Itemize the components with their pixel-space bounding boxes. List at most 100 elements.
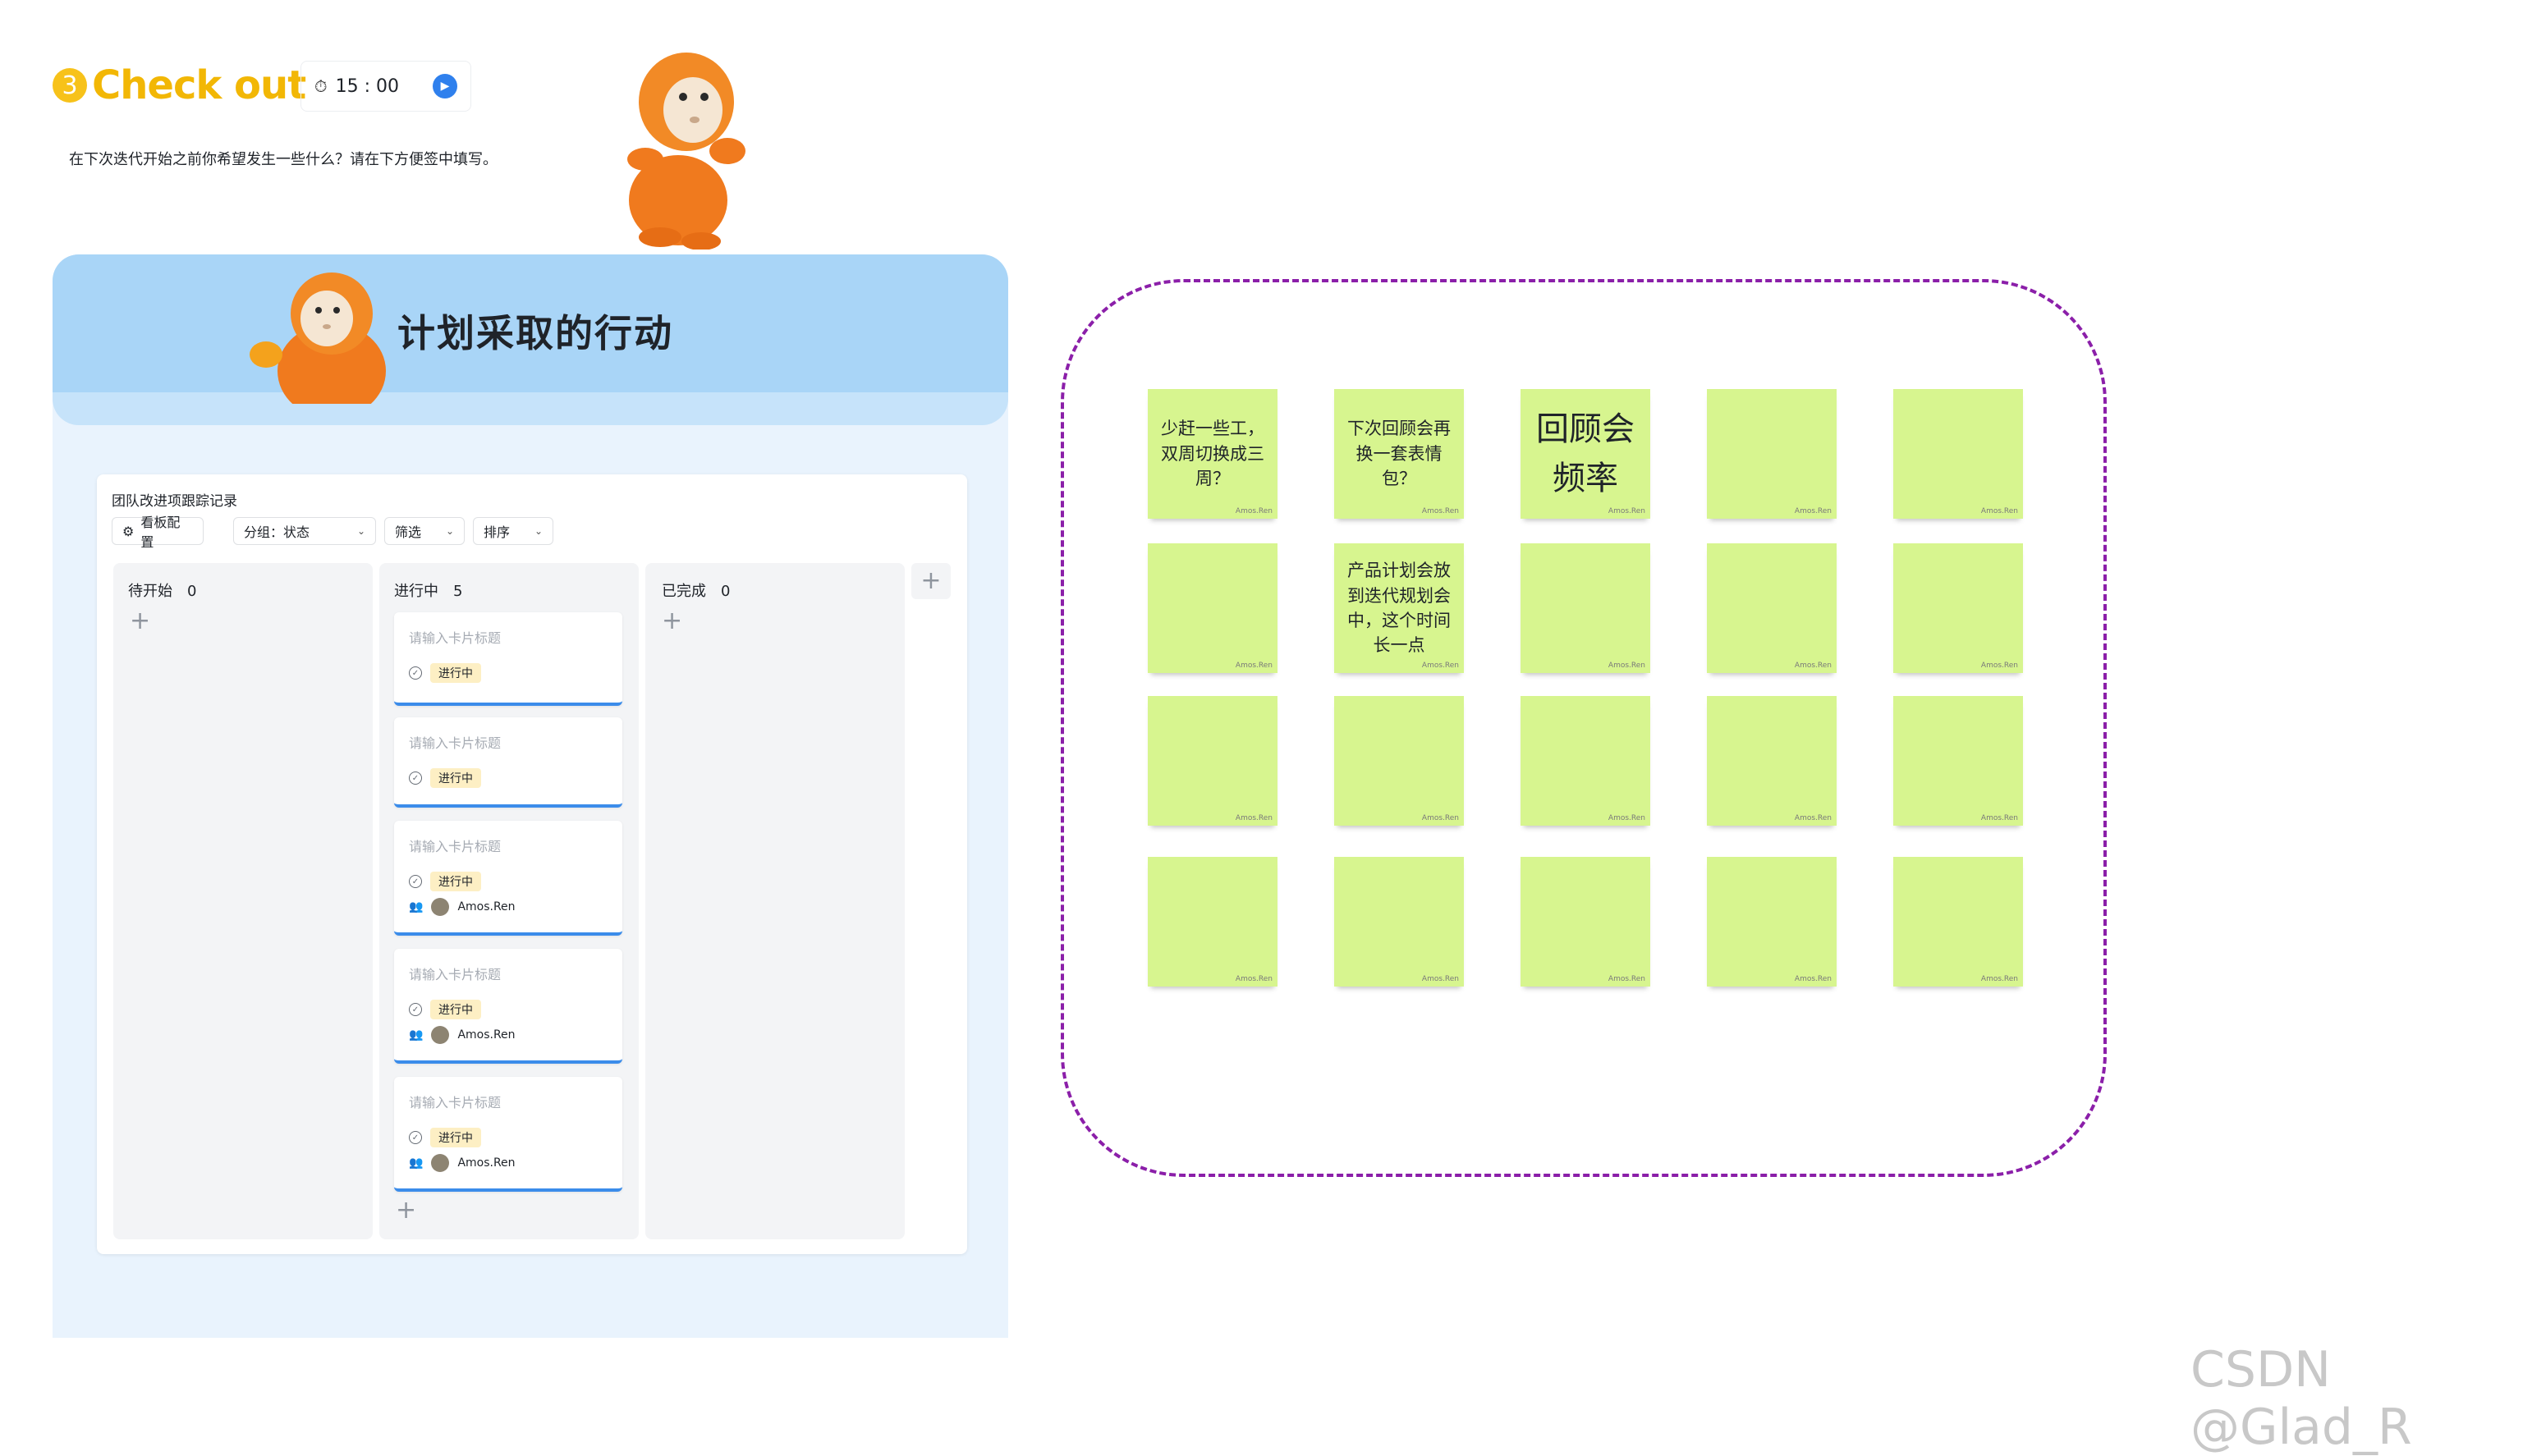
chevron-down-icon: ⌄ — [534, 525, 543, 537]
status-tag[interactable]: 进行中 — [430, 1000, 481, 1019]
status-tag[interactable]: 进行中 — [430, 768, 481, 788]
sticky-note[interactable]: Amos.Ren — [1707, 389, 1837, 519]
board-config-label: 看板配置 — [140, 515, 181, 550]
status-check-icon: ✓ — [409, 875, 422, 888]
sticky-note[interactable]: Amos.Ren — [1148, 857, 1277, 987]
sticky-note-text[interactable]: 产品计划会放到迭代规划会中，这个时间长一点 — [1347, 561, 1451, 656]
kanban-card[interactable]: 请输入卡片标题 ✓ 进行中 👥 Amos.Ren — [394, 949, 622, 1064]
sticky-note[interactable]: Amos.Ren — [1334, 696, 1464, 826]
sticky-note-text[interactable]: 回顾会频率 — [1536, 410, 1635, 497]
sticky-note-text[interactable]: 少赶一些工，双周切换成三周？ — [1161, 419, 1264, 489]
card-title-placeholder[interactable]: 请输入卡片标题 — [409, 735, 502, 751]
card-title-placeholder[interactable]: 请输入卡片标题 — [409, 630, 502, 646]
add-column-button[interactable]: + — [911, 563, 951, 599]
board-config-button[interactable]: ⚙ 看板配置 — [112, 515, 204, 550]
sticky-note[interactable]: Amos.Ren — [1893, 857, 2023, 987]
column-count: 0 — [187, 583, 197, 600]
column-todo — [113, 563, 373, 1239]
card-title-placeholder[interactable]: 请输入卡片标题 — [409, 1095, 502, 1110]
kanban-card[interactable]: 请输入卡片标题 ✓ 进行中 — [394, 717, 622, 808]
sticky-author: Amos.Ren — [1421, 814, 1459, 822]
status-check-icon: ✓ — [409, 1131, 422, 1144]
filter-label: 筛选 — [395, 524, 422, 540]
sticky-author: Amos.Ren — [1235, 507, 1273, 515]
column-header: 进行中 5 — [394, 579, 462, 601]
sticky-note[interactable]: Amos.Ren — [1521, 543, 1650, 673]
status-tag[interactable]: 进行中 — [430, 872, 481, 891]
sticky-author: Amos.Ren — [1421, 662, 1459, 670]
column-name: 进行中 — [394, 583, 438, 600]
status-tag[interactable]: 进行中 — [430, 1128, 481, 1147]
section-title: 3 Check out — [53, 62, 306, 108]
step-number-badge: 3 — [53, 68, 87, 103]
sticky-note[interactable]: Amos.Ren — [1707, 543, 1837, 673]
assignee-name[interactable]: Amos.Ren — [457, 1156, 516, 1170]
play-button[interactable]: ▶ — [433, 74, 457, 98]
banner-mascot-illustration — [250, 272, 386, 404]
assignee-name[interactable]: Amos.Ren — [457, 1028, 516, 1042]
sticky-note[interactable]: Amos.Ren — [1893, 389, 2023, 519]
sticky-author: Amos.Ren — [1421, 975, 1459, 983]
sticky-author: Amos.Ren — [1608, 507, 1645, 515]
sticky-author: Amos.Ren — [1235, 975, 1273, 983]
chevron-down-icon: ⌄ — [356, 525, 365, 537]
sticky-note[interactable]: Amos.Ren — [1893, 543, 2023, 673]
avatar — [431, 898, 450, 916]
sticky-note[interactable]: Amos.Ren — [1707, 857, 1837, 987]
status-check-icon: ✓ — [409, 1003, 422, 1016]
sticky-author: Amos.Ren — [1608, 662, 1645, 670]
column-count: 5 — [453, 583, 463, 600]
mascot-illustration — [627, 53, 745, 250]
sticky-note[interactable]: 产品计划会放到迭代规划会中，这个时间长一点 Amos.Ren — [1334, 543, 1464, 673]
column-count: 0 — [721, 583, 731, 600]
countdown-timer[interactable]: ⏱ 15 : 00 ▶ — [300, 61, 471, 112]
avatar — [431, 1026, 450, 1044]
add-card-plus-icon[interactable]: + — [662, 607, 683, 635]
status-check-icon: ✓ — [409, 666, 422, 680]
sticky-note[interactable]: Amos.Ren — [1334, 857, 1464, 987]
sticky-note-text[interactable]: 下次回顾会再换一套表情包？ — [1347, 419, 1451, 489]
group-by-label: 分组：状态 — [244, 524, 310, 540]
column-done — [645, 563, 905, 1239]
sticky-author: Amos.Ren — [1980, 662, 2018, 670]
sticky-note[interactable]: 回顾会频率 Amos.Ren — [1521, 389, 1650, 519]
sticky-note[interactable]: Amos.Ren — [1521, 857, 1650, 987]
banner-title: 计划采取的行动 — [397, 311, 673, 355]
card-title-placeholder[interactable]: 请输入卡片标题 — [409, 967, 502, 982]
sort-label: 排序 — [484, 524, 511, 540]
sticky-note[interactable]: Amos.Ren — [1893, 696, 2023, 826]
sticky-notes-area — [1061, 279, 2107, 1177]
sticky-note[interactable]: 少赶一些工，双周切换成三周？ Amos.Ren — [1148, 389, 1277, 519]
timer-icon: ⏱ — [314, 76, 328, 96]
banner-shadow — [53, 392, 1008, 425]
sticky-note[interactable]: Amos.Ren — [1707, 696, 1837, 826]
timer-value: 15 : 00 — [335, 76, 399, 97]
status-tag[interactable]: 进行中 — [430, 663, 481, 683]
group-by-dropdown[interactable]: 分组：状态 ⌄ — [233, 517, 376, 545]
sort-dropdown[interactable]: 排序 ⌄ — [473, 517, 553, 545]
chevron-down-icon: ⌄ — [445, 525, 454, 537]
avatar — [431, 1154, 450, 1172]
sticky-note[interactable]: Amos.Ren — [1148, 696, 1277, 826]
sticky-author: Amos.Ren — [1235, 662, 1273, 670]
table-title: 团队改进项跟踪记录 — [112, 493, 237, 510]
kanban-card[interactable]: 请输入卡片标题 ✓ 进行中 👥 Amos.Ren — [394, 1077, 622, 1192]
status-check-icon: ✓ — [409, 771, 422, 785]
add-card-plus-icon[interactable]: + — [130, 607, 151, 635]
filter-dropdown[interactable]: 筛选 ⌄ — [384, 517, 465, 545]
sticky-note[interactable]: 下次回顾会再换一套表情包？Amos.Ren — [1334, 389, 1464, 519]
page-title: Check out — [92, 62, 306, 108]
user-icon: 👥 — [409, 900, 424, 913]
add-card-plus-icon[interactable]: + — [396, 1196, 417, 1225]
sticky-author: Amos.Ren — [1980, 814, 2018, 822]
kanban-card[interactable]: 请输入卡片标题 ✓ 进行中 — [394, 612, 622, 706]
sticky-author: Amos.Ren — [1608, 975, 1645, 983]
card-title-placeholder[interactable]: 请输入卡片标题 — [409, 839, 502, 854]
kanban-card[interactable]: 请输入卡片标题 ✓ 进行中 👥 Amos.Ren — [394, 821, 622, 936]
watermark: CSDN @Glad_R — [2190, 1341, 2412, 1456]
sticky-note[interactable]: Amos.Ren — [1521, 696, 1650, 826]
sticky-author: Amos.Ren — [1235, 814, 1273, 822]
sticky-author: Amos.Ren — [1794, 814, 1832, 822]
sticky-note[interactable]: Amos.Ren — [1148, 543, 1277, 673]
assignee-name[interactable]: Amos.Ren — [457, 900, 516, 913]
